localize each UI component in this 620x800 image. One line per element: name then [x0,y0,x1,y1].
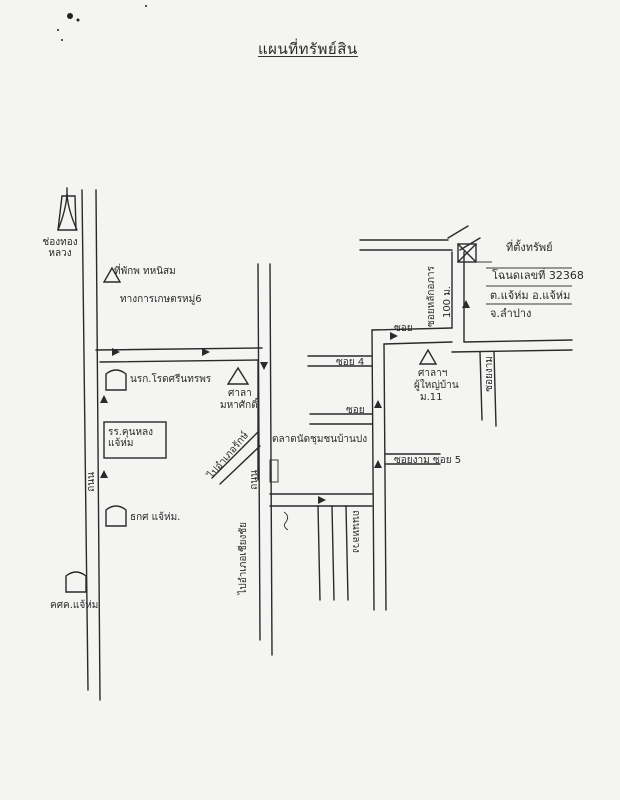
right-vertical-road [307,329,441,611]
school-label: นรก.โรดศรีนทรพร [130,374,212,385]
village-road-label: ถนน [86,472,97,492]
farm-box-frame [103,421,167,459]
to-city-label: ไปอำเภอเชียงชัย [238,522,249,595]
road-vert-label: ถนน [249,470,260,490]
top-horizontal-road [95,347,263,363]
right-vertical-label: ซอยงาม [484,356,495,392]
road-label-2: ถนนหลวง [350,510,361,553]
province-label: จ.ลำปาง [490,307,532,320]
soi-lower-label: ซอยงาม ซอย 5 [394,455,462,466]
temple-stupa-icon [57,187,78,231]
hall-label: ศาลา [228,388,252,399]
market-label: ตลาดนัดชุมชนบ้านปง [272,434,368,445]
hall-sub-label: มหาศักดิ์ [220,400,258,411]
hall2-sub-label: ผู้ใหญ่บ้าน [414,380,459,391]
landmark-triangle-icons [102,266,438,385]
soi4c-label: ซอย [346,405,365,416]
upper-right-roads [359,225,573,427]
bottom-left-label: คศค.แจ้ห่ม [50,600,99,611]
diagonal-road [211,431,261,485]
temple-label: ช่องทอง หลวง [42,237,78,259]
farm-box-label: รร.คุนหลง แจ้ห่ม [108,427,154,449]
hall2-sub2-label: ม.11 [420,392,443,403]
deed-label: โฉนดเลขที่ 32368 [492,269,584,282]
main-road-left [81,189,101,701]
paper-specks [57,5,147,41]
property-info-bracket [486,267,572,305]
soi-vertical-label: ซอยหลักอภาร [426,266,437,328]
tombstone-icons [65,369,127,593]
hall2-label: ศาลาฯ [418,368,448,379]
direction-arrows [100,300,470,504]
district-label: ต.แจ้ห่ม อ.แจ้ห่ม [490,289,571,302]
property-title: ที่ตั้งทรัพย์ [506,241,553,254]
pavilion-label: ที่พักพ ทหนิสม [114,266,176,277]
market-markers [269,459,289,531]
map-title: แผนที่ทรัพย์สิน [258,40,358,58]
soi4-label: ซอย 4 [336,357,365,368]
pavilion-sub-label: ทางการเกษตรหมู่6 [120,294,202,305]
distance-label: 100 ม. [442,286,453,319]
soi-top-label: ซอย [394,323,413,334]
market-road [269,493,373,601]
farm2-label: ธกศ แจ้ห่ม. [130,512,181,523]
property-marker [457,243,492,263]
